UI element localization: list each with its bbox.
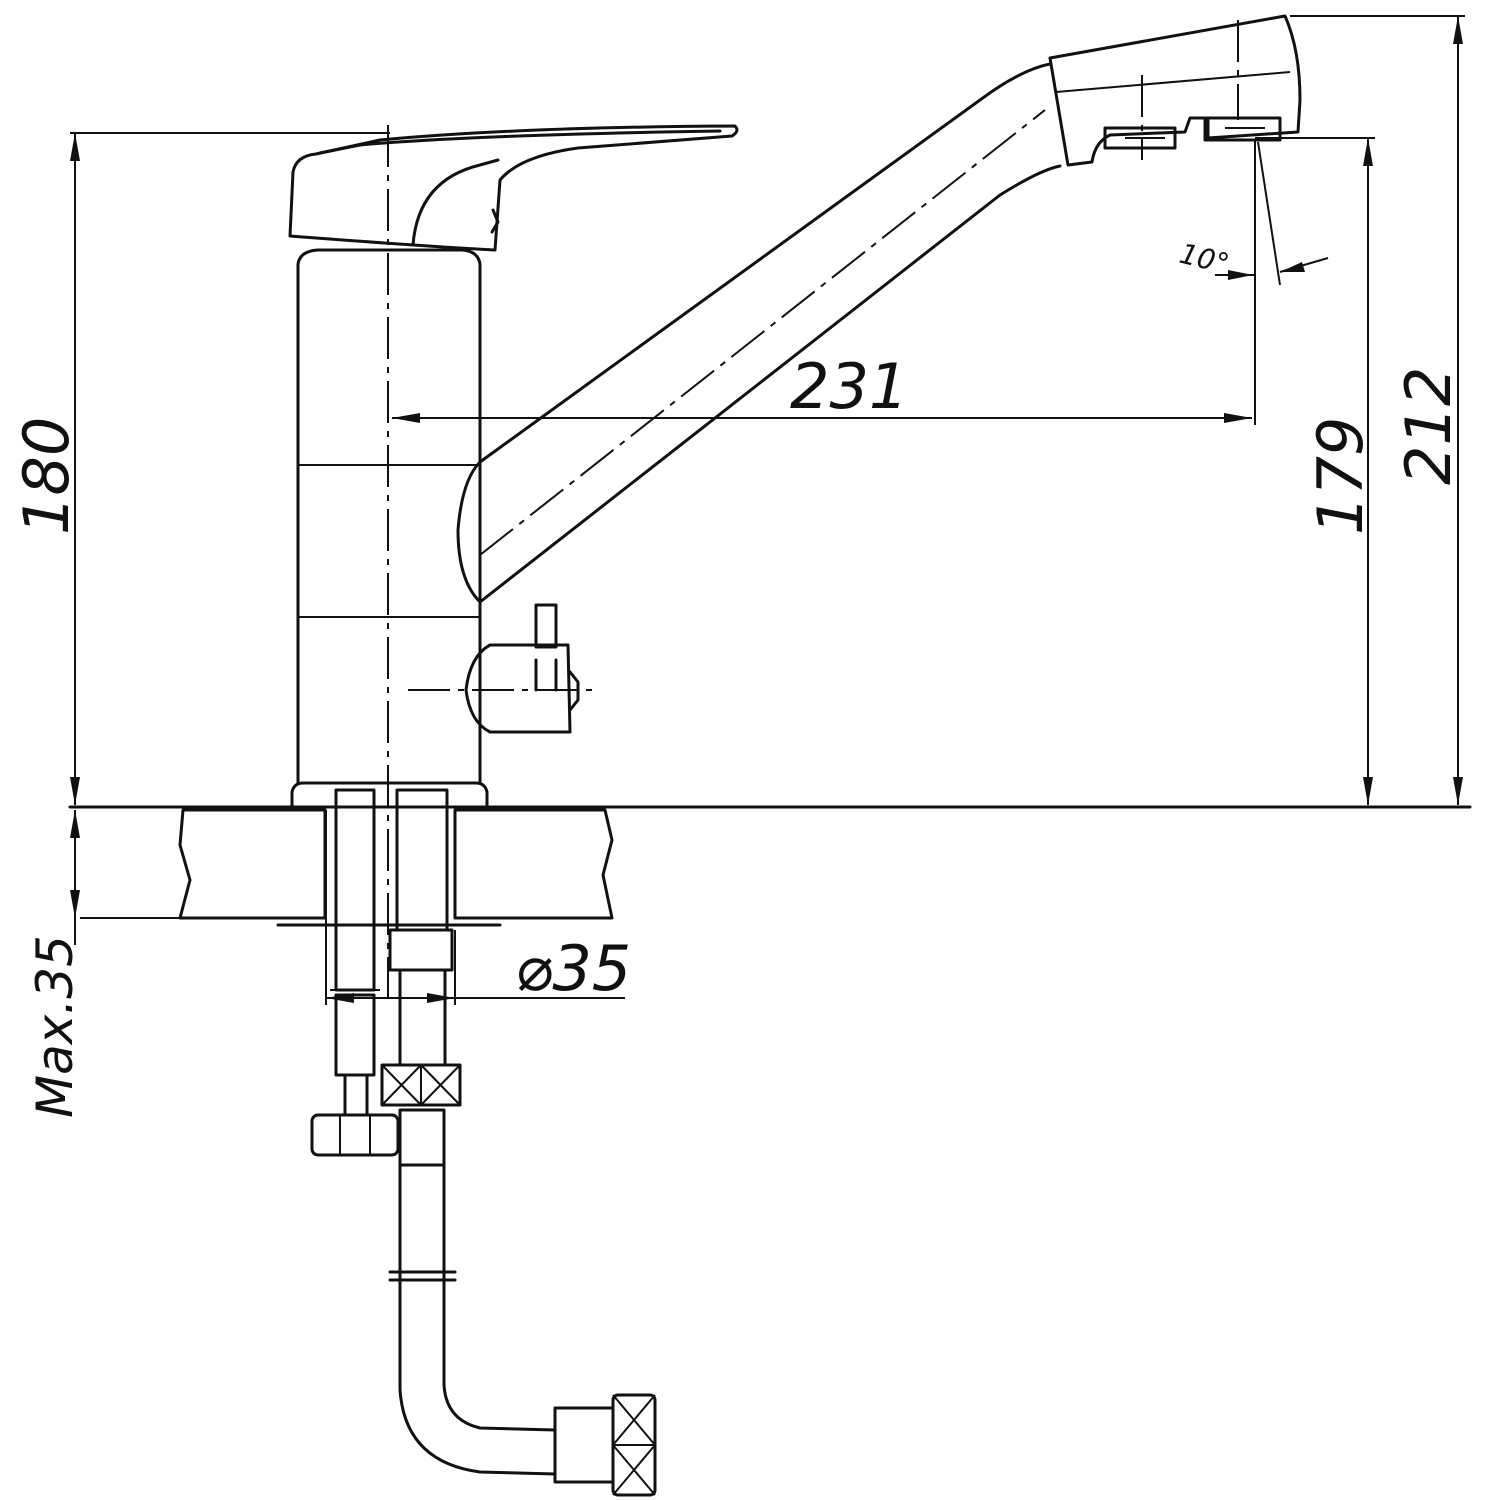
supply-hoses [310,788,657,1497]
hex-nut-right [380,1063,462,1107]
reach-label: 231 [790,350,908,423]
outlet-angle-label: 10° [1176,237,1232,281]
countertop-section-left [178,808,327,920]
spout [456,14,1302,604]
dimension-outlet-height: 179 [1255,137,1377,805]
dimension-mount-diameter: ⌀35 [325,810,631,1005]
center-lines [387,20,1239,1000]
dimension-reach: 231 [392,140,1256,425]
total-height-label: 180 [10,417,83,535]
dimension-overall-height: 212 [1290,15,1465,805]
lever-handle [288,124,739,252]
countertop-section-right [453,808,614,920]
counter-thickness-label: Max.35 [26,935,84,1118]
outlet-height-label: 179 [1304,417,1377,535]
overall-height-label: 212 [1392,367,1465,485]
dimension-total-height: 180 [10,132,390,805]
dimension-outlet-angle: 10° [1176,141,1329,290]
countertop [68,805,1472,927]
mount-diameter-label: ⌀35 [515,932,631,1005]
filter-valve [464,603,580,734]
hex-nut-left [310,1113,400,1157]
hose-end-nut [611,1393,657,1497]
dimension-counter-thickness: Max.35 [26,810,84,1118]
